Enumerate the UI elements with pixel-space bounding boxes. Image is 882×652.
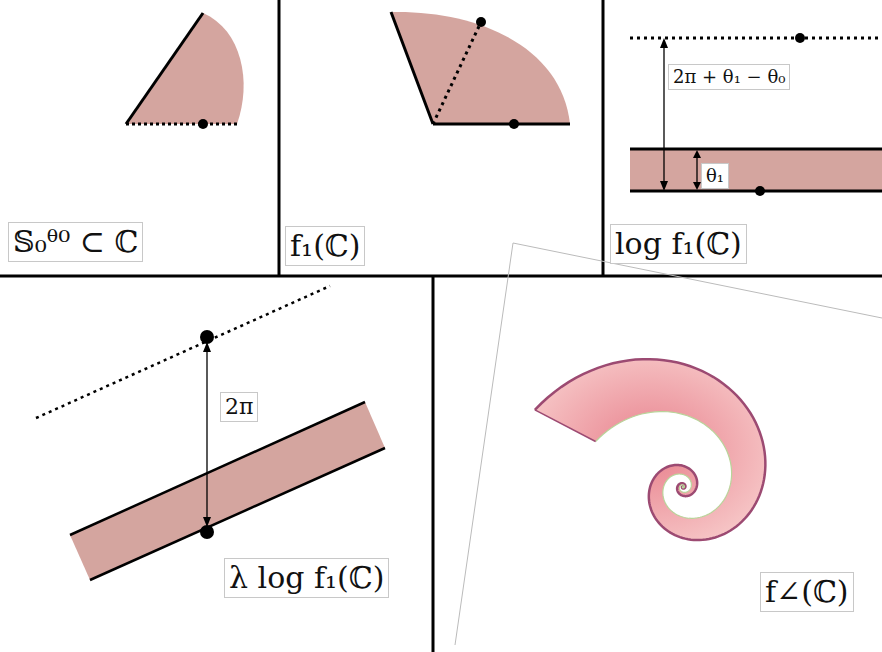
sector-edge bbox=[391, 12, 433, 124]
math-label: f₁(ℂ) bbox=[285, 226, 365, 266]
panel-divider bbox=[602, 0, 605, 276]
spiral-edge bbox=[596, 412, 732, 519]
spiral-edge bbox=[535, 359, 766, 540]
math-label: λ log f₁(ℂ) bbox=[224, 558, 389, 598]
inset-frame bbox=[455, 243, 513, 645]
math-label: θ₁ bbox=[701, 163, 729, 189]
point-dot bbox=[795, 33, 805, 43]
strip-region bbox=[630, 149, 882, 191]
arrow-head bbox=[660, 38, 668, 191]
spiral-region bbox=[535, 359, 766, 540]
sector-edge bbox=[433, 123, 570, 126]
dotted-edge bbox=[126, 123, 237, 126]
panel-divider bbox=[0, 275, 882, 278]
dotted-ray bbox=[433, 22, 481, 124]
strip-edge bbox=[630, 148, 882, 151]
point-dot bbox=[200, 330, 214, 344]
sector-region bbox=[126, 13, 244, 124]
math-label: 𝕊₀ᶿ⁰ ⊂ ℂ bbox=[8, 222, 143, 262]
sector-edge bbox=[126, 13, 203, 124]
dimension-arrow bbox=[206, 347, 207, 522]
panel-divider bbox=[432, 276, 435, 652]
dotted-line bbox=[630, 37, 882, 40]
panel-divider bbox=[278, 0, 281, 276]
math-label: 2π + θ₁ − θ₀ bbox=[668, 64, 790, 90]
math-label: f∠(ℂ) bbox=[760, 572, 854, 612]
point-dot bbox=[755, 186, 765, 196]
arrow-head bbox=[693, 150, 701, 190]
arrow-head bbox=[203, 342, 211, 527]
strip-edge bbox=[70, 402, 365, 535]
point-dot bbox=[509, 119, 519, 129]
spiral-edge bbox=[535, 410, 596, 442]
point-dot bbox=[200, 525, 214, 539]
point-dot bbox=[476, 17, 486, 27]
dimension-arrow bbox=[663, 46, 664, 183]
point-dot bbox=[198, 119, 208, 129]
math-label: log f₁(ℂ) bbox=[610, 224, 747, 264]
sector-region bbox=[391, 12, 570, 124]
dimension-arrow bbox=[696, 156, 697, 184]
math-label: 2π bbox=[220, 392, 258, 422]
dotted-line bbox=[36, 286, 330, 418]
strip-region bbox=[70, 402, 385, 580]
